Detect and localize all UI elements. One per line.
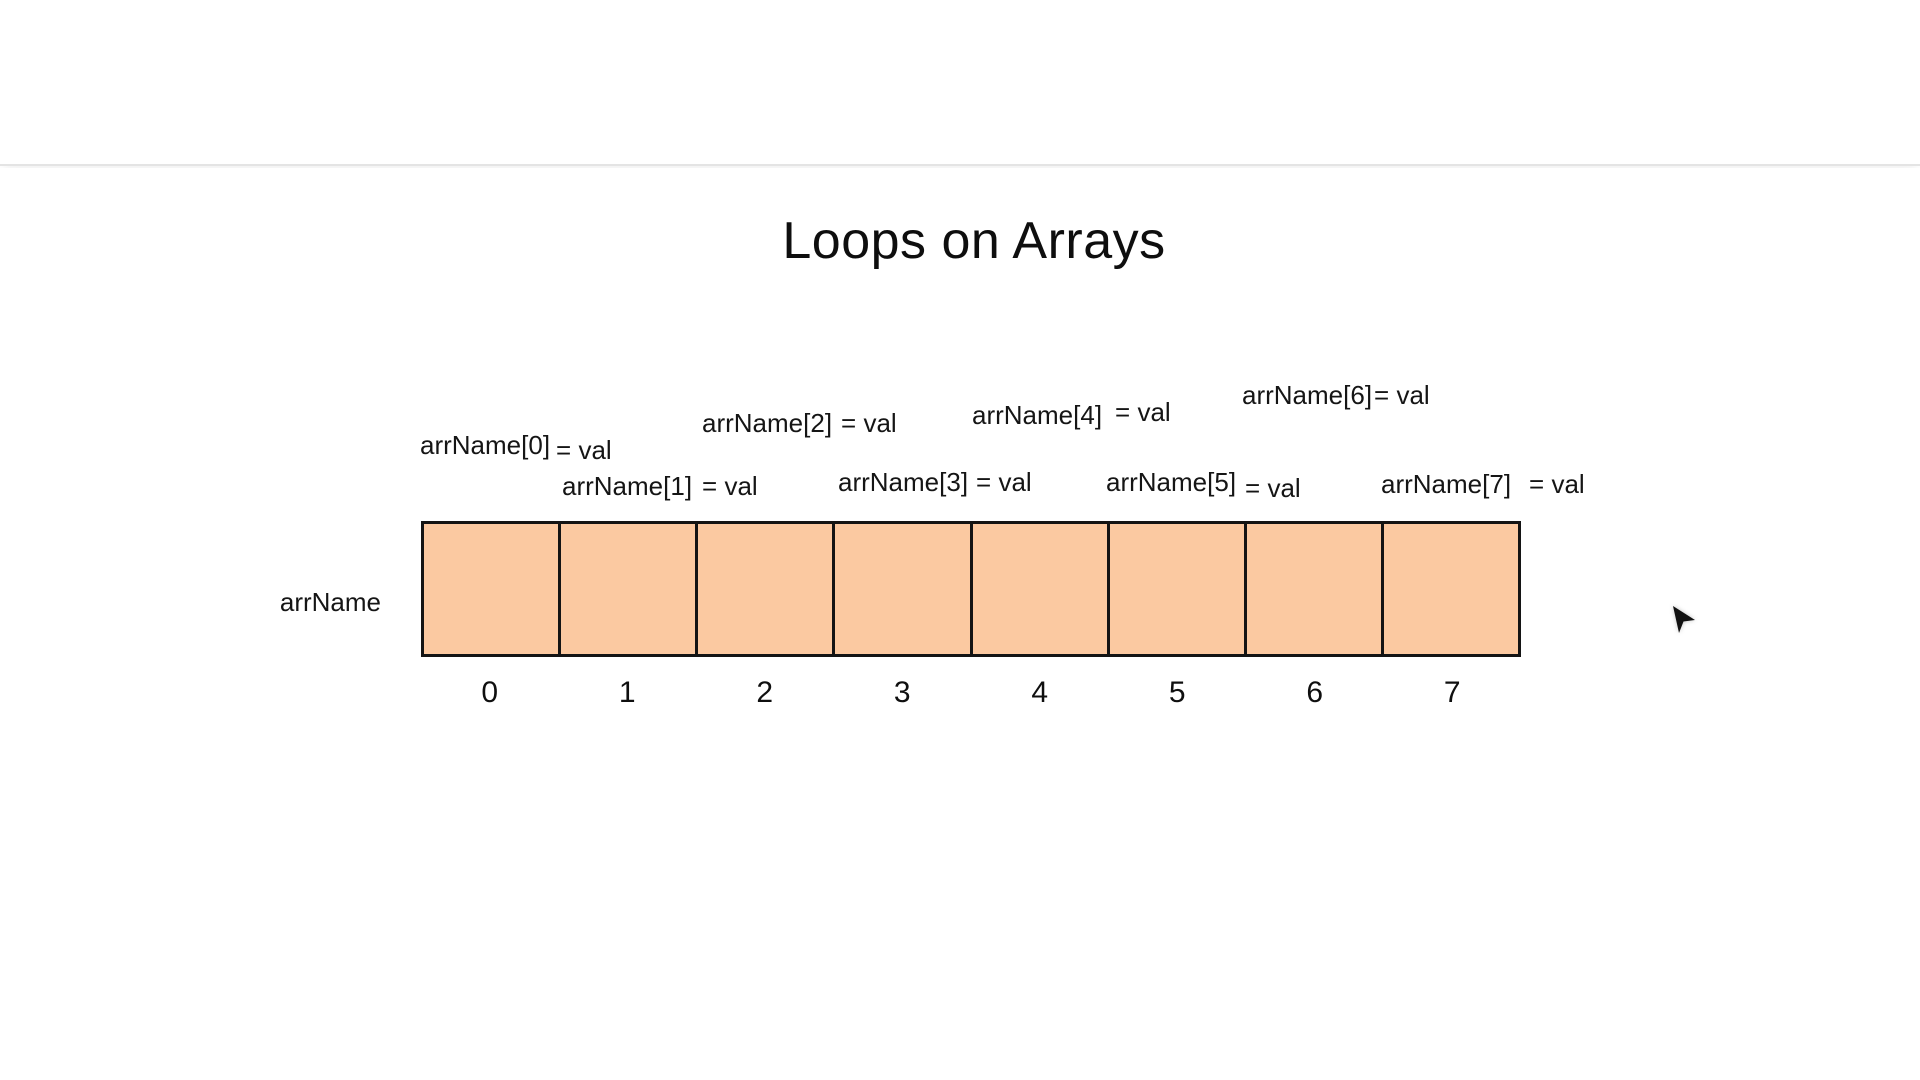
annotation-eq-6: = val (1374, 380, 1430, 410)
annotation-name-4: arrName[4] (972, 400, 1103, 430)
annotation-name-2: arrName[2] (702, 408, 833, 438)
array-index-0: 0 (481, 676, 499, 709)
annotation-label-5: arrName[5] = val (1106, 466, 1301, 503)
array-cell-3 (832, 521, 973, 657)
annotation-eq-3: = val (976, 467, 1032, 497)
array-index-1: 1 (618, 676, 636, 709)
array-index-7: 7 (1443, 676, 1461, 709)
array-cell-0 (421, 521, 562, 657)
mouse-cursor-icon (1673, 606, 1695, 633)
array-cell-2 (695, 521, 836, 657)
annotation-eq-7: = val (1529, 469, 1585, 499)
header-strip (0, 0, 1920, 166)
annotation-eq-5: = val (1245, 473, 1301, 503)
array-cell-5 (1106, 521, 1247, 657)
array-cell-1 (558, 521, 699, 657)
array-boxes (421, 521, 1521, 657)
array-name-label: arrName (279, 587, 381, 617)
annotation-label-1: arrName[1] = val (562, 470, 758, 502)
array-cell-4 (969, 521, 1110, 657)
annotation-label-7: arrName[7] = val (1381, 468, 1585, 500)
annotation-name-7: arrName[7] (1381, 469, 1512, 499)
annotation-eq-0: = val (556, 435, 612, 465)
array-index-4: 4 (1031, 676, 1049, 709)
annotation-label-3: arrName[3]= val (838, 466, 1032, 498)
annotation-name-1: arrName[1] (562, 471, 693, 501)
annotation-name-0: arrName[0] (420, 430, 551, 460)
array-cell-6 (1243, 521, 1384, 657)
annotation-label-6: arrName[6]= val (1242, 379, 1430, 411)
array-index-6: 6 (1306, 676, 1324, 709)
array-index-2: 2 (756, 676, 774, 709)
array-index-3: 3 (893, 676, 911, 709)
annotation-eq-2: = val (841, 408, 897, 438)
page-title: Loops on Arrays (782, 212, 1166, 270)
array-cell-7 (1380, 521, 1521, 657)
array-indices: 0 1 2 3 4 5 6 7 (421, 675, 1521, 711)
annotation-name-6: arrName[6] (1242, 380, 1373, 410)
annotation-label-4: arrName[4] = val (972, 397, 1171, 431)
annotation-label-0: arrName[0]= val (420, 429, 612, 465)
annotation-eq-4: = val (1115, 397, 1171, 427)
array-index-5: 5 (1168, 676, 1186, 709)
annotation-name-5: arrName[5] (1106, 467, 1237, 497)
annotation-name-3: arrName[3] (838, 467, 969, 497)
annotation-eq-1: = val (702, 471, 758, 501)
annotation-label-2: arrName[2] = val (702, 407, 897, 439)
